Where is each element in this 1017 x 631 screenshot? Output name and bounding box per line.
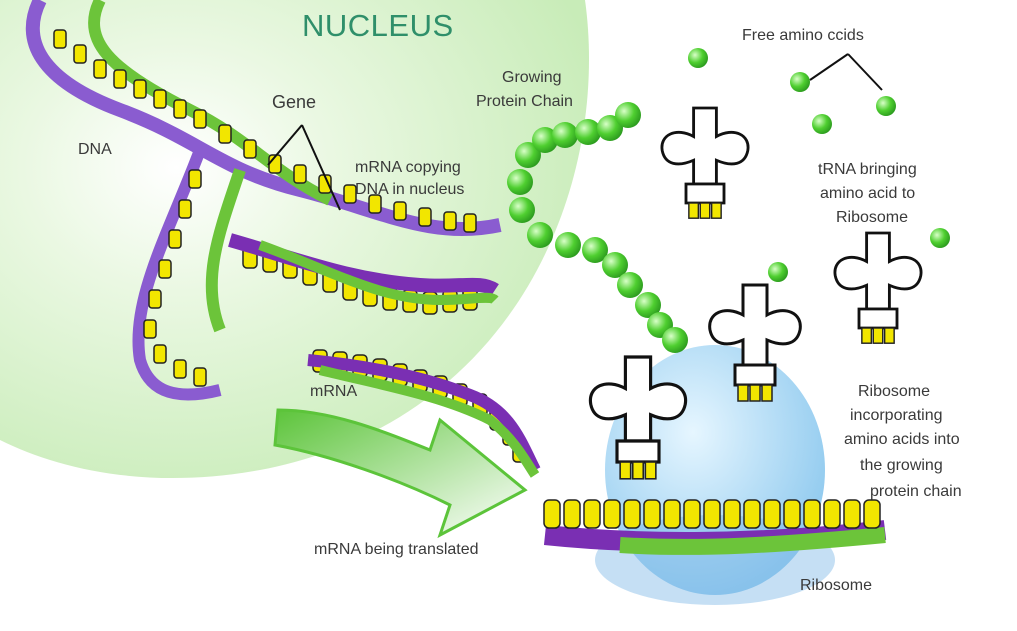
codon-base xyxy=(763,499,781,529)
amino-acid xyxy=(509,197,535,223)
amino-acid xyxy=(527,222,553,248)
dna-base xyxy=(133,79,147,99)
trna-molecule xyxy=(588,355,688,480)
dna-base xyxy=(153,344,167,364)
codon-base xyxy=(603,499,621,529)
growing-label-2: Protein Chain xyxy=(476,93,573,110)
amino-acid xyxy=(617,272,643,298)
amino-acid xyxy=(555,232,581,258)
amino-acid xyxy=(597,115,623,141)
trna-molecule xyxy=(660,106,750,219)
codon-base xyxy=(723,499,741,529)
dna-base xyxy=(193,367,207,387)
gene-label: Gene xyxy=(272,92,317,112)
nucleus-title: NUCLEUS xyxy=(302,8,454,43)
codon-base xyxy=(643,499,661,529)
amino-acid xyxy=(662,327,688,353)
mrna-copy-strand xyxy=(228,233,499,306)
trna-label-2: amino acid to xyxy=(820,185,916,202)
codon-base xyxy=(623,499,641,529)
dna-base xyxy=(443,211,457,231)
dna-base xyxy=(148,289,162,309)
trna-label-3: Ribosome xyxy=(836,209,909,226)
dna-base xyxy=(178,199,192,219)
dna-base xyxy=(73,44,87,64)
codon-base xyxy=(863,499,881,529)
free-amino-acid xyxy=(790,72,810,92)
free-amino-label: Free amino ccids xyxy=(742,27,864,44)
codon-base xyxy=(663,499,681,529)
amino-acid xyxy=(635,292,661,318)
codon-base xyxy=(843,499,861,529)
mrna-label: mRNA xyxy=(310,383,358,400)
ribosome-desc-5: protein chain xyxy=(870,483,962,500)
codon-base xyxy=(743,499,761,529)
codon-base xyxy=(783,499,801,529)
trna-group xyxy=(588,106,923,480)
free-amino-acid xyxy=(812,114,832,134)
dna-base xyxy=(418,207,432,227)
translated-mrna xyxy=(543,520,887,555)
free-amino-acids xyxy=(688,48,950,282)
dna-base xyxy=(173,359,187,379)
codon-base xyxy=(703,499,721,529)
pointer-lines xyxy=(267,53,883,211)
dna-base xyxy=(168,229,182,249)
dna-label: DNA xyxy=(78,141,112,158)
codon-base xyxy=(823,499,841,529)
amino-acid xyxy=(532,127,558,153)
amino-acid xyxy=(615,102,641,128)
dna-base xyxy=(243,139,257,159)
free-amino-acid xyxy=(876,96,896,116)
amino-acid xyxy=(507,169,533,195)
amino-acid xyxy=(515,142,541,168)
mrna-copying-label-2: DNA in nucleus xyxy=(355,181,465,198)
trna-molecule xyxy=(833,231,923,344)
codon-base xyxy=(543,499,561,529)
amino-acid xyxy=(552,122,578,148)
codon-base xyxy=(803,499,821,529)
growing-label-1: Growing xyxy=(502,69,562,86)
ribosome-desc-2: incorporating xyxy=(850,407,943,424)
amino-acid xyxy=(582,237,608,263)
free-amino-acid xyxy=(930,228,950,248)
dna-base xyxy=(53,29,67,49)
ribosome-desc-4: the growing xyxy=(860,457,943,474)
dna-base xyxy=(193,109,207,129)
mrna-copying-label-1: mRNA copying xyxy=(355,159,461,176)
protein-chain xyxy=(507,102,688,353)
dna-base xyxy=(113,69,127,89)
dna-base xyxy=(143,319,157,339)
dna-base xyxy=(158,259,172,279)
ribosome-desc-3: amino acids into xyxy=(844,431,960,448)
ribosome-desc-1: Ribosome xyxy=(858,383,931,400)
dna-base xyxy=(463,213,477,233)
free-amino-acid xyxy=(768,262,788,282)
dna-base xyxy=(93,59,107,79)
free-amino-acid xyxy=(688,48,708,68)
translated-label: mRNA being translated xyxy=(314,541,479,558)
trna-molecule xyxy=(708,283,802,402)
codon-base xyxy=(583,499,601,529)
amino-acid xyxy=(602,252,628,278)
ribosome-label: Ribosome xyxy=(800,577,873,594)
dna-helix xyxy=(25,0,502,401)
mrna-strand xyxy=(307,354,541,478)
trna-label-1: tRNA bringing xyxy=(818,161,917,178)
dna-base xyxy=(218,124,232,144)
dna-base xyxy=(173,99,187,119)
dna-base xyxy=(393,201,407,221)
dna-base xyxy=(293,164,307,184)
dna-base xyxy=(153,89,167,109)
mrna-bases xyxy=(543,499,881,529)
codon-base xyxy=(683,499,701,529)
dna-base xyxy=(343,184,357,204)
dna-base xyxy=(188,169,202,189)
amino-acid xyxy=(575,119,601,145)
codon-base xyxy=(563,499,581,529)
translation-arrow xyxy=(273,408,528,539)
dna-base xyxy=(368,194,382,214)
